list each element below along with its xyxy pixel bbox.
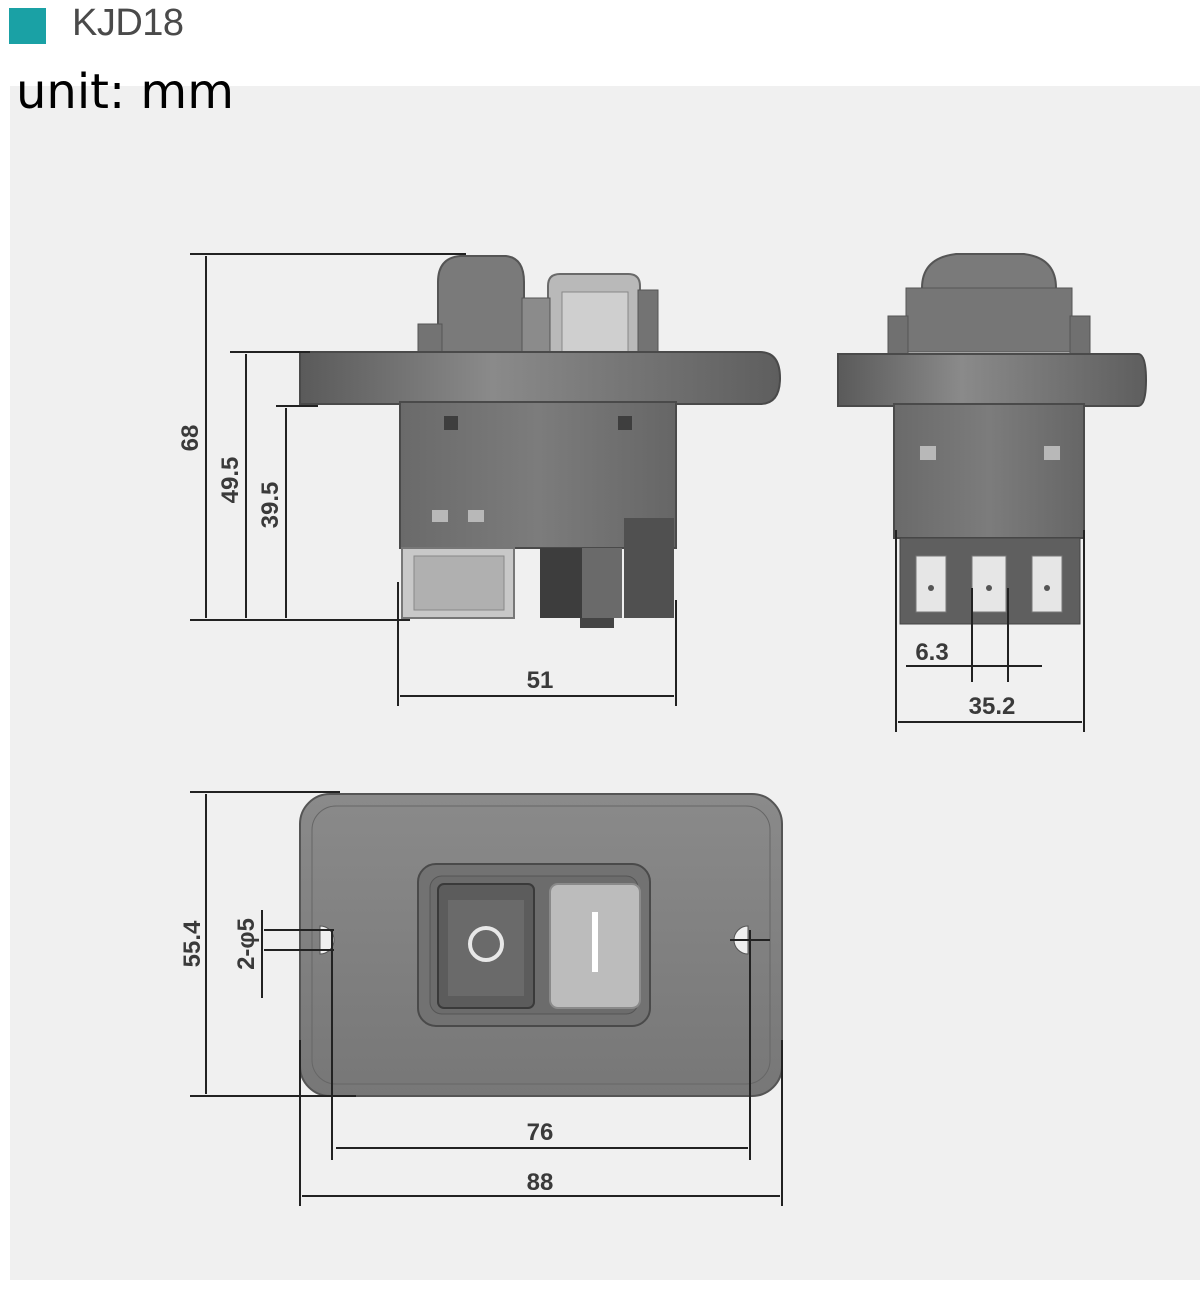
side-shoulder xyxy=(905,287,1073,353)
front-clear-cover-inner xyxy=(561,291,629,353)
side-body xyxy=(893,403,1085,539)
header: KJD18 xyxy=(0,0,1200,86)
model-title: KJD18 xyxy=(72,2,184,44)
front-body-slot xyxy=(618,416,632,430)
side-flange xyxy=(837,353,1148,407)
side-terminal xyxy=(915,555,947,613)
side-body-window xyxy=(920,446,936,460)
side-terminal-hole xyxy=(986,585,992,591)
side-terminal xyxy=(1031,555,1063,613)
front-post-mid xyxy=(521,297,551,355)
front-dim-height-flange: 39.5 xyxy=(257,482,284,529)
front-actuator-cap xyxy=(437,255,525,353)
mounting-hole-left xyxy=(319,925,335,955)
side-terminal xyxy=(971,555,1007,613)
front-dim-height-mount: 49.5 xyxy=(217,457,244,504)
front-body-window xyxy=(468,510,484,522)
top-dim-hole: 2-φ5 xyxy=(233,918,260,970)
front-view: 68 49.5 39.5 51 xyxy=(177,253,782,706)
on-symbol-icon xyxy=(592,912,598,972)
front-dim-width: 51 xyxy=(527,667,554,694)
top-dim-hole-pitch: 76 xyxy=(527,1119,554,1146)
side-body-window xyxy=(1044,446,1060,460)
front-bottom-foot xyxy=(580,618,614,628)
side-dim-terminal-width: 6.3 xyxy=(915,639,948,666)
side-dim-body-width: 35.2 xyxy=(969,693,1016,720)
front-post-right xyxy=(637,289,659,355)
top-dim-height: 55.4 xyxy=(179,920,206,967)
side-terminal-hole xyxy=(1044,585,1050,591)
side-post xyxy=(1069,315,1091,355)
front-dimension-lines xyxy=(190,253,677,706)
top-dimension-lines xyxy=(190,791,783,1206)
front-dim-height-total: 68 xyxy=(177,425,204,452)
front-body-window xyxy=(432,510,448,522)
front-bottom-block xyxy=(582,548,622,618)
top-dim-overall-width: 88 xyxy=(527,1169,554,1196)
side-post xyxy=(887,315,909,355)
front-flange xyxy=(299,351,782,405)
side-dimension-lines xyxy=(895,530,1085,732)
unit-note: unit: mm xyxy=(16,64,234,120)
model-marker-icon xyxy=(9,8,46,44)
side-terminal-hole xyxy=(928,585,934,591)
front-body-slot xyxy=(444,416,458,430)
off-symbol-icon xyxy=(468,926,504,962)
side-view: 6.3 35.2 xyxy=(837,253,1148,732)
front-post-left xyxy=(417,323,443,355)
top-plate-inner xyxy=(311,805,771,1085)
front-bottom-dark xyxy=(624,518,674,618)
top-view: 55.4 2-φ5 76 88 xyxy=(179,791,783,1206)
front-bottom-dark xyxy=(540,548,582,618)
off-button-face xyxy=(448,900,524,996)
front-bottom-clip-inner xyxy=(413,555,505,611)
